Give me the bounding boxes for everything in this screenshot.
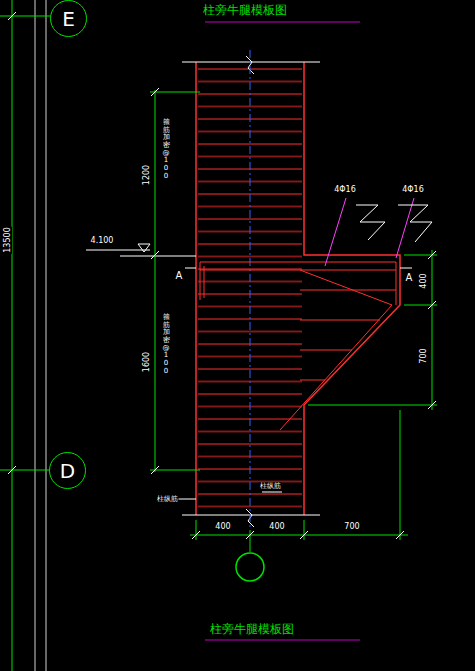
elevation: 4.100 [90,237,115,245]
stirrup-note: 箍筋加密@100 [162,119,171,181]
bar-note: 柱纵筋 [156,496,179,503]
axis-letter: D [60,461,75,481]
dimension: 700 [420,347,428,364]
section-mark: A [175,271,184,281]
rebar-callout: 4Φ16 [333,186,357,194]
rebar-callout: 4Φ16 [401,186,425,194]
dimension: 700 [343,523,360,531]
dimension: 400 [214,523,231,531]
section-mark: A [405,273,414,283]
dimension: 1600 [143,351,151,373]
axis-letter: E [62,9,75,29]
bar-note: 柱纵筋 [259,483,282,490]
dimension: 400 [420,272,428,289]
drawing-title: 柱旁牛腿模板图 [202,4,288,16]
axis-bubble: D [49,452,86,489]
axis-bubble: E [50,0,87,37]
dimension: 400 [268,523,285,531]
dimension: 13500 [4,226,12,253]
stirrup-note: 箍筋加密@100 [162,314,171,376]
dimension: 1200 [143,164,151,186]
drawing-caption: 柱旁牛腿模板图 [209,623,295,635]
